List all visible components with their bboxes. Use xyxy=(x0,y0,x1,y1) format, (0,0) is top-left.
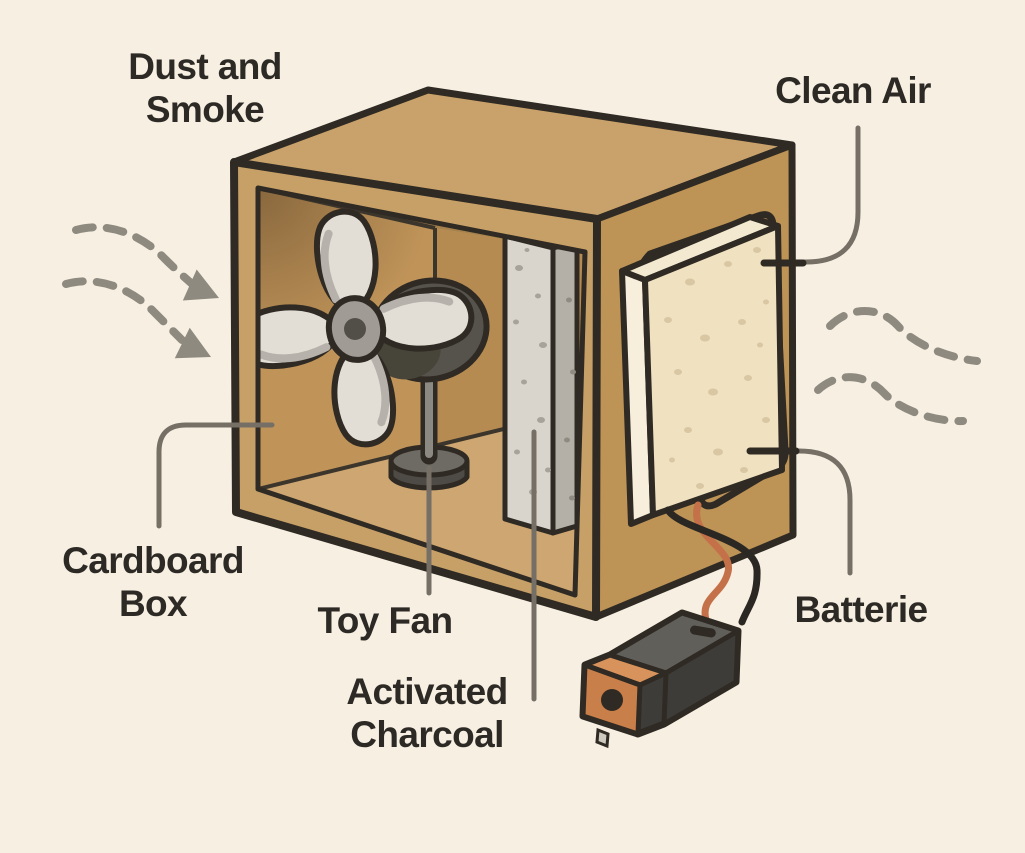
airflow-out-waves xyxy=(814,307,981,426)
box-opening-frame xyxy=(255,185,588,598)
clean-air-filter xyxy=(619,211,789,527)
label-toy-fan: Toy Fan xyxy=(317,600,454,641)
leader-cardboard-box xyxy=(156,422,275,529)
activated-charcoal-filter xyxy=(502,227,580,536)
leader-clean-air xyxy=(763,125,861,265)
label-battery: Batterie xyxy=(794,589,929,630)
arrowhead-icon xyxy=(182,269,219,301)
cardboard-box xyxy=(223,86,797,621)
leader-battery xyxy=(749,448,853,576)
label-activated-charcoal: Activated Charcoal xyxy=(346,671,508,755)
charcoal-speckles xyxy=(513,248,576,501)
box-interior xyxy=(223,188,585,595)
arrowhead-icon xyxy=(174,327,211,359)
battery xyxy=(579,609,742,749)
battery-slot xyxy=(690,625,716,638)
label-dust-and-smoke: Dust and Smoke xyxy=(128,46,282,130)
battery-terminal-dot xyxy=(601,689,623,711)
wires xyxy=(664,501,761,626)
label-cardboard-box: Cardboard Box xyxy=(62,540,244,624)
toy-fan xyxy=(223,196,490,491)
airflow-in-arrows xyxy=(62,223,219,359)
black-wire xyxy=(664,506,761,626)
label-clean-air: Clean Air xyxy=(775,70,931,111)
leader-lines xyxy=(156,125,861,702)
clean-filter-speckles xyxy=(664,247,770,489)
battery-foot xyxy=(595,727,610,749)
